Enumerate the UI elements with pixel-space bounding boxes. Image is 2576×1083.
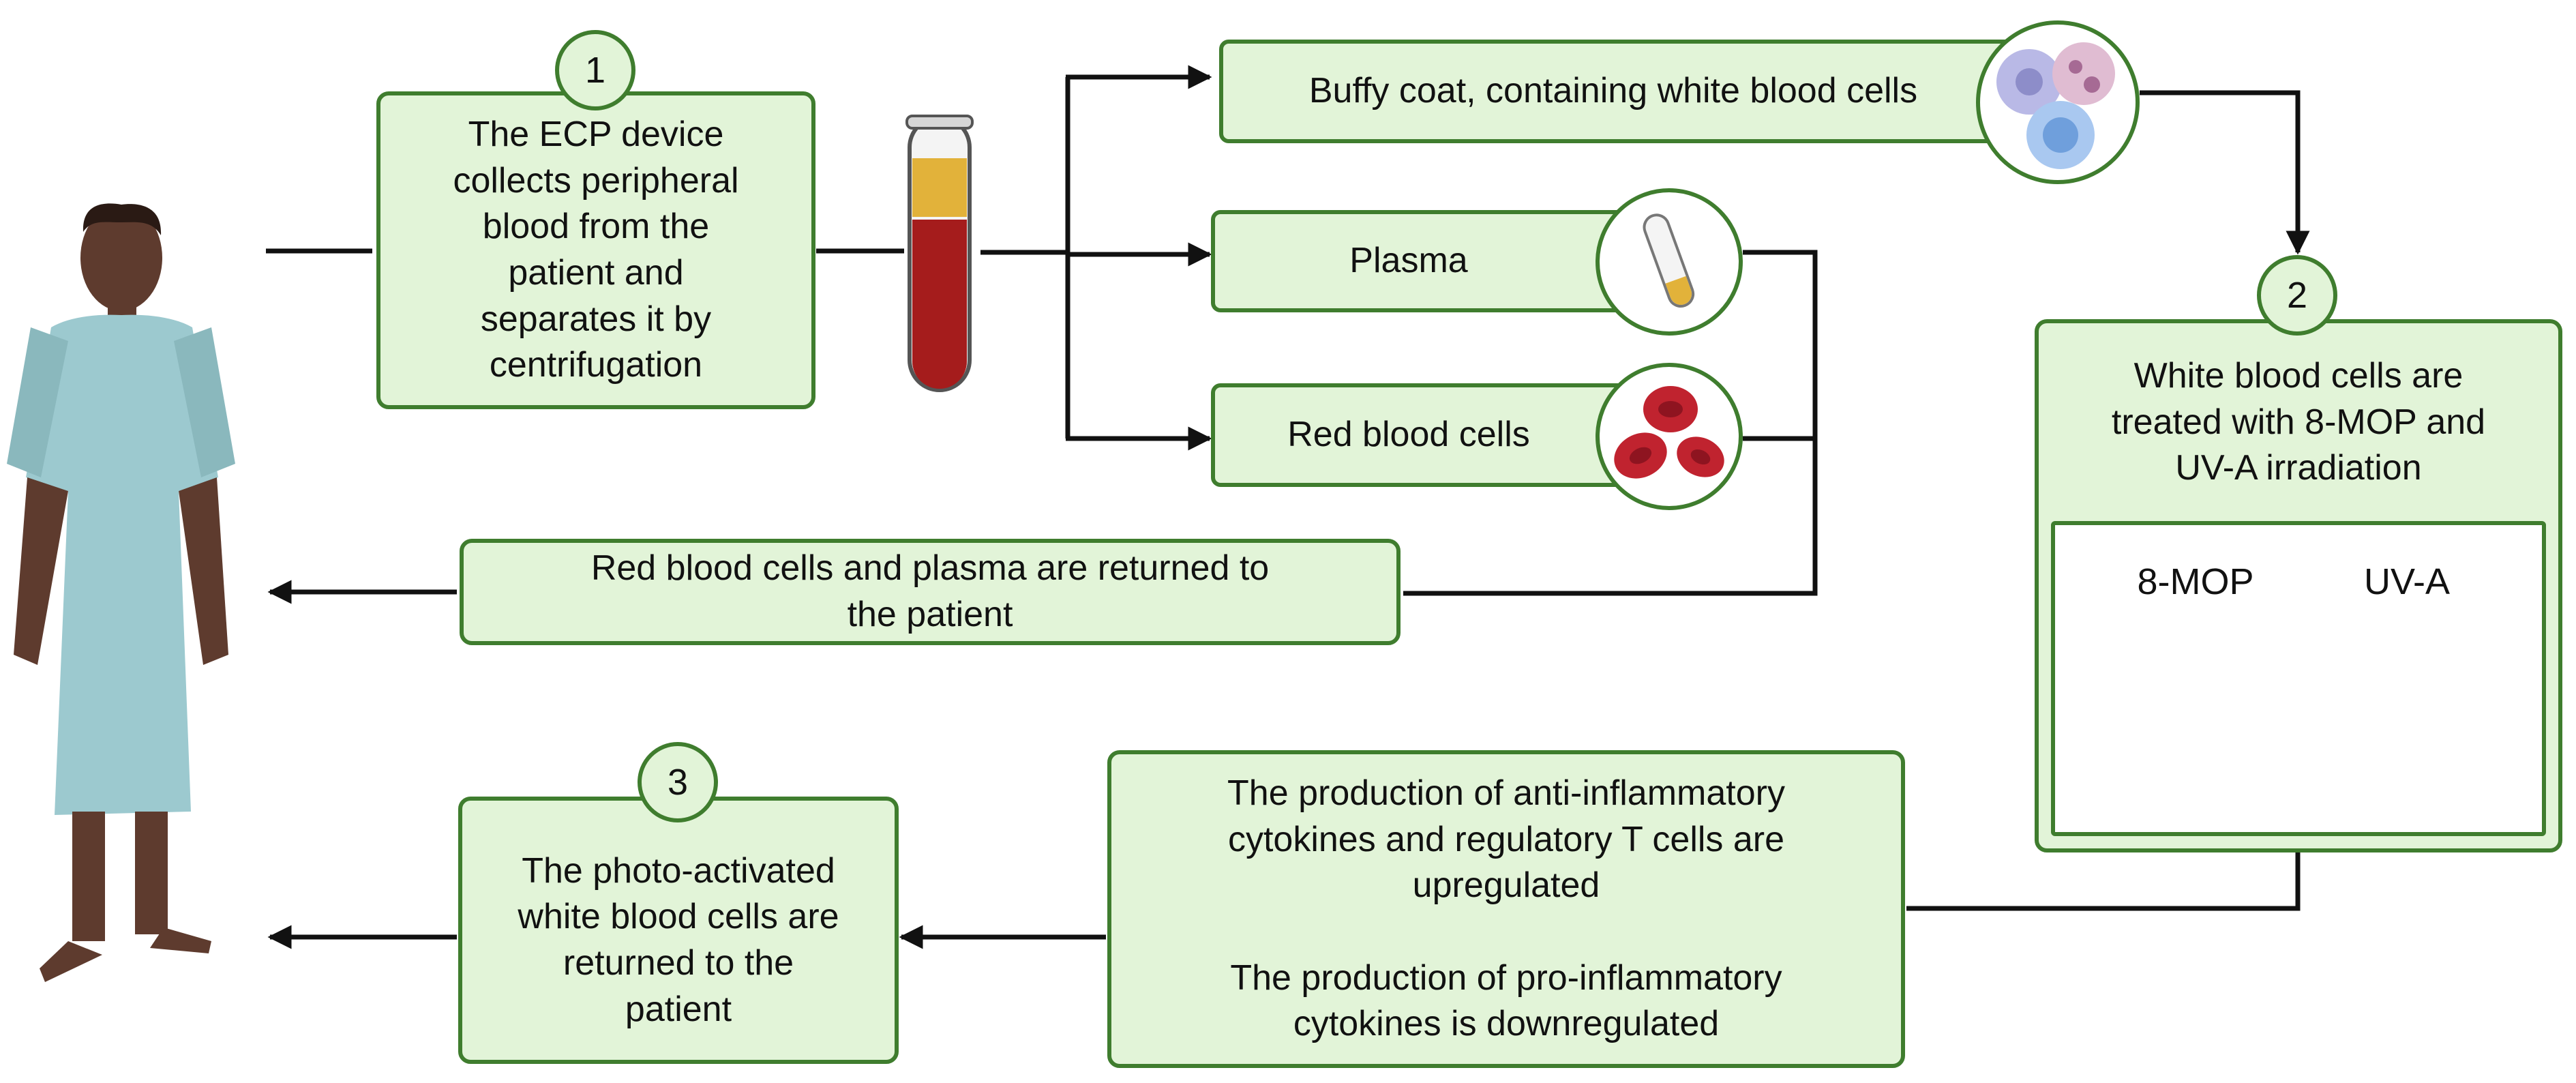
blood-tube-icon	[905, 115, 974, 392]
red-blood-cells-label: Red blood cells	[1287, 415, 1530, 455]
step1-number: 1	[584, 50, 606, 91]
step1-text: The ECP device collects peripheral blood…	[453, 115, 739, 385]
step2-text: White blood cells are treated with 8-MOP…	[2111, 356, 2486, 488]
step2-number-badge: 2	[2257, 255, 2337, 336]
step1-box: The ECP device collects peripheral blood…	[376, 91, 815, 409]
step3-number-badge: 3	[638, 742, 718, 822]
step3-number: 3	[667, 762, 689, 803]
white-blood-cells-icon	[1976, 20, 2140, 184]
step3-box: The photo-activated white blood cells ar…	[458, 797, 899, 1064]
uva-label: UV-A	[2363, 561, 2451, 602]
buffy-coat-label: Buffy coat, containing white blood cells	[1308, 71, 1918, 111]
regulation-text: The production of anti-inflammatory cyto…	[1227, 773, 1785, 1044]
step2-number: 2	[2286, 275, 2308, 316]
plasma-box: Plasma	[1211, 210, 1661, 312]
mop-label: 8-MOP	[2137, 561, 2254, 602]
return-to-patient-text: Red blood cells and plasma are returned …	[590, 548, 1270, 634]
red-blood-cells-box: Red blood cells	[1211, 383, 1661, 487]
regulation-box: The production of anti-inflammatory cyto…	[1107, 750, 1905, 1068]
step1-number-badge: 1	[555, 30, 635, 110]
connector-plasma-return	[1403, 250, 1818, 596]
step3-text: The photo-activated white blood cells ar…	[518, 850, 839, 1029]
return-to-patient-box: Red blood cells and plasma are returned …	[460, 539, 1401, 645]
arrow-buffy-to-step2	[2140, 90, 2310, 255]
buffy-coat-box: Buffy coat, containing white blood cells	[1219, 40, 2028, 143]
connector-step2-to-regulation	[1906, 852, 2301, 911]
plasma-tube-icon	[1596, 188, 1743, 336]
plasma-label: Plasma	[1349, 241, 1468, 281]
patient-figure-icon	[7, 203, 235, 982]
red-blood-cells-icon	[1596, 363, 1743, 510]
treatment-panel	[2051, 521, 2546, 836]
